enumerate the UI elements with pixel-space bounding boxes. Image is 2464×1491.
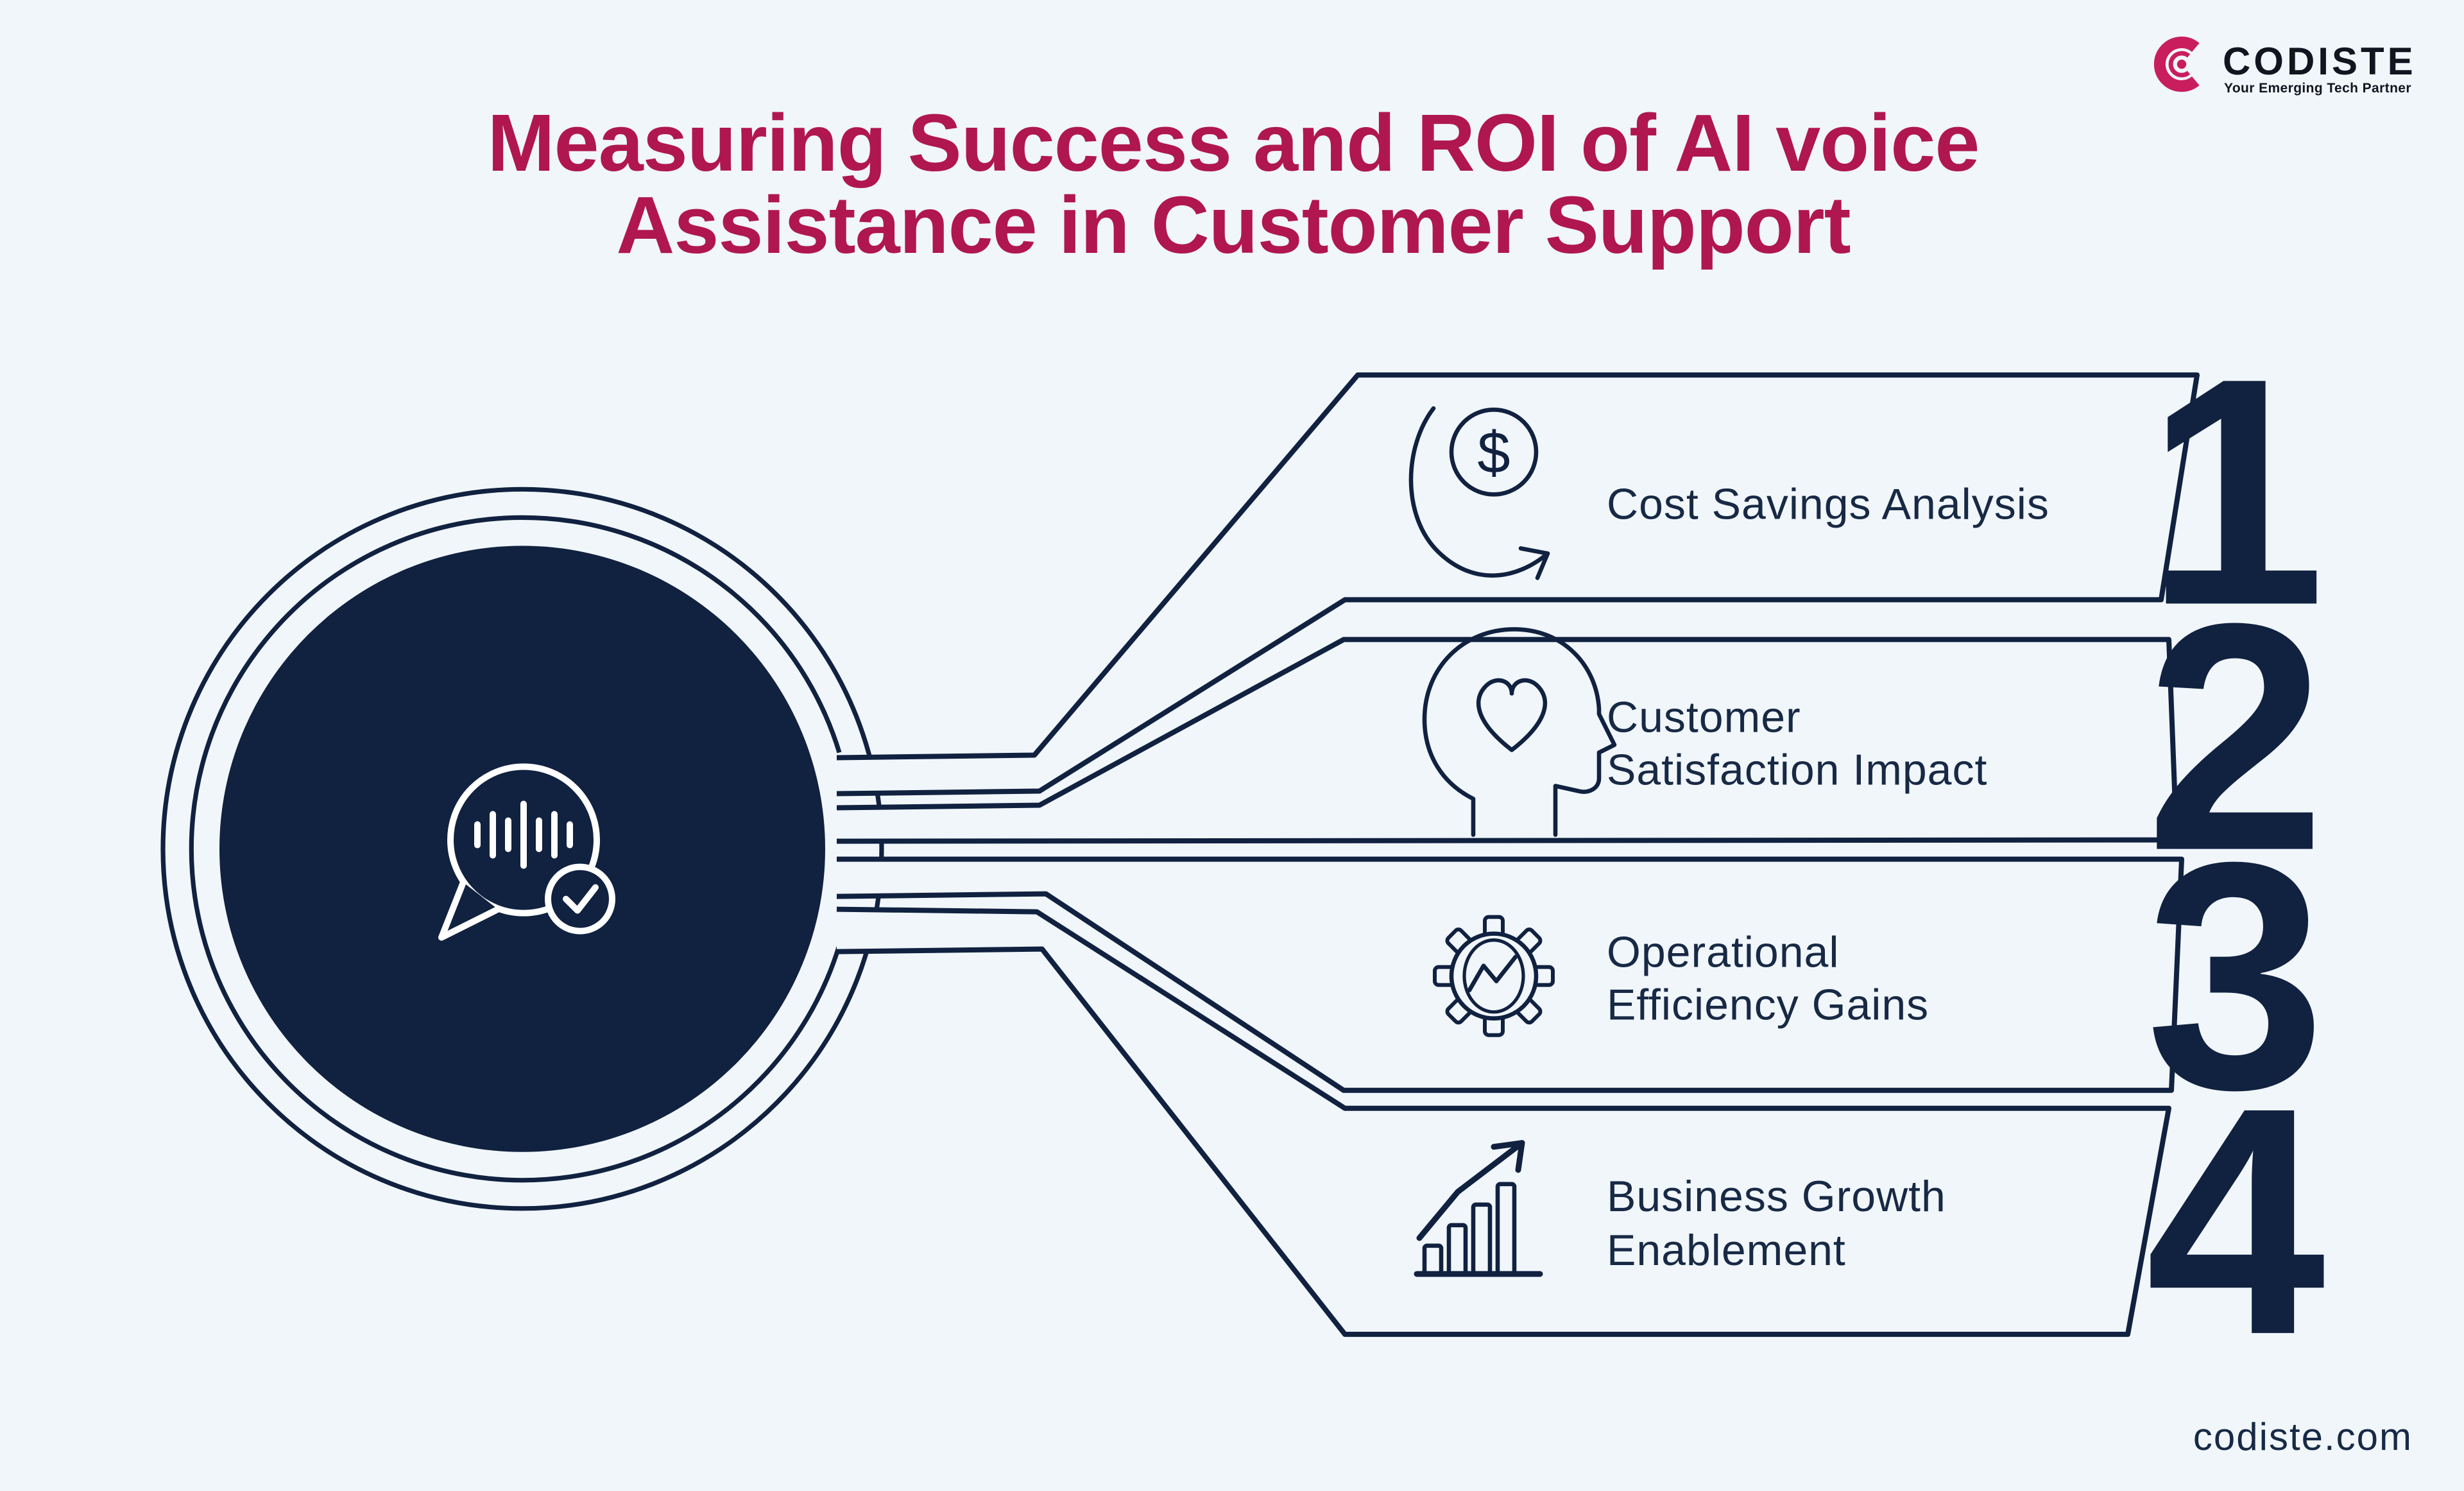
banner-3-number: 3 (2146, 795, 2325, 1157)
hub-middle-ring (189, 515, 842, 1183)
banner-1-label: Cost Savings Analysis (1607, 479, 2049, 528)
footer-website: codiste.com (2193, 1415, 2413, 1458)
logo: CODISTE Your Emerging Tech Partner (2153, 37, 2417, 96)
banner-1: $ Cost Savings Analysis 1 (1408, 311, 2325, 672)
trend-line-icon (1467, 954, 1518, 992)
banner-4-label: Business Growth (1607, 1172, 1946, 1221)
title-line1: Measuring Success and ROI of AI voice (488, 98, 1980, 188)
logo-tagline: Your Emerging Tech Partner (2224, 81, 2411, 96)
business-growth-icon (1414, 1140, 1543, 1277)
banner-shape-4 (836, 906, 2171, 1337)
page-title: Measuring Success and ROI of AI voice As… (488, 98, 1980, 270)
voice-wave-bars (474, 800, 573, 869)
check-badge (545, 863, 615, 935)
dollar-glyph: $ (1477, 420, 1510, 485)
banner-shape-1 (836, 372, 2200, 797)
customer-satisfaction-icon (1422, 627, 1617, 837)
banner-3-label: Operational (1607, 928, 1839, 977)
banner-shape-2 (836, 637, 2179, 844)
operational-efficiency-icon (1433, 915, 1555, 1037)
banner-3-label-line2: Efficiency Gains (1607, 981, 1929, 1030)
check-icon (563, 884, 599, 914)
banner-4-number: 4 (2146, 1040, 2327, 1402)
cost-savings-icon: $ (1408, 406, 1550, 580)
banner-2-number: 2 (2146, 556, 2325, 917)
codiste-c-icon (2153, 37, 2200, 92)
logo-wordmark: CODISTE (2223, 40, 2417, 83)
banner-2: Customer Satisfaction Impact 2 (1422, 556, 2325, 918)
banner-4-label-line2: Enablement (1607, 1226, 1846, 1275)
banner-1-number: 1 (2146, 311, 2325, 672)
voice-chat-verified-icon (438, 763, 615, 941)
banner-3: Operational Efficiency Gains 3 (1433, 795, 2325, 1157)
hub-outer-ring (160, 487, 884, 1211)
banner-4: Business Growth Enablement 4 (1414, 1040, 2327, 1402)
title-line2: Assistance in Customer Support (616, 180, 1850, 270)
banner-2-label-line2: Satisfaction Impact (1607, 746, 1987, 795)
banner-2-label: Customer (1607, 693, 1801, 741)
